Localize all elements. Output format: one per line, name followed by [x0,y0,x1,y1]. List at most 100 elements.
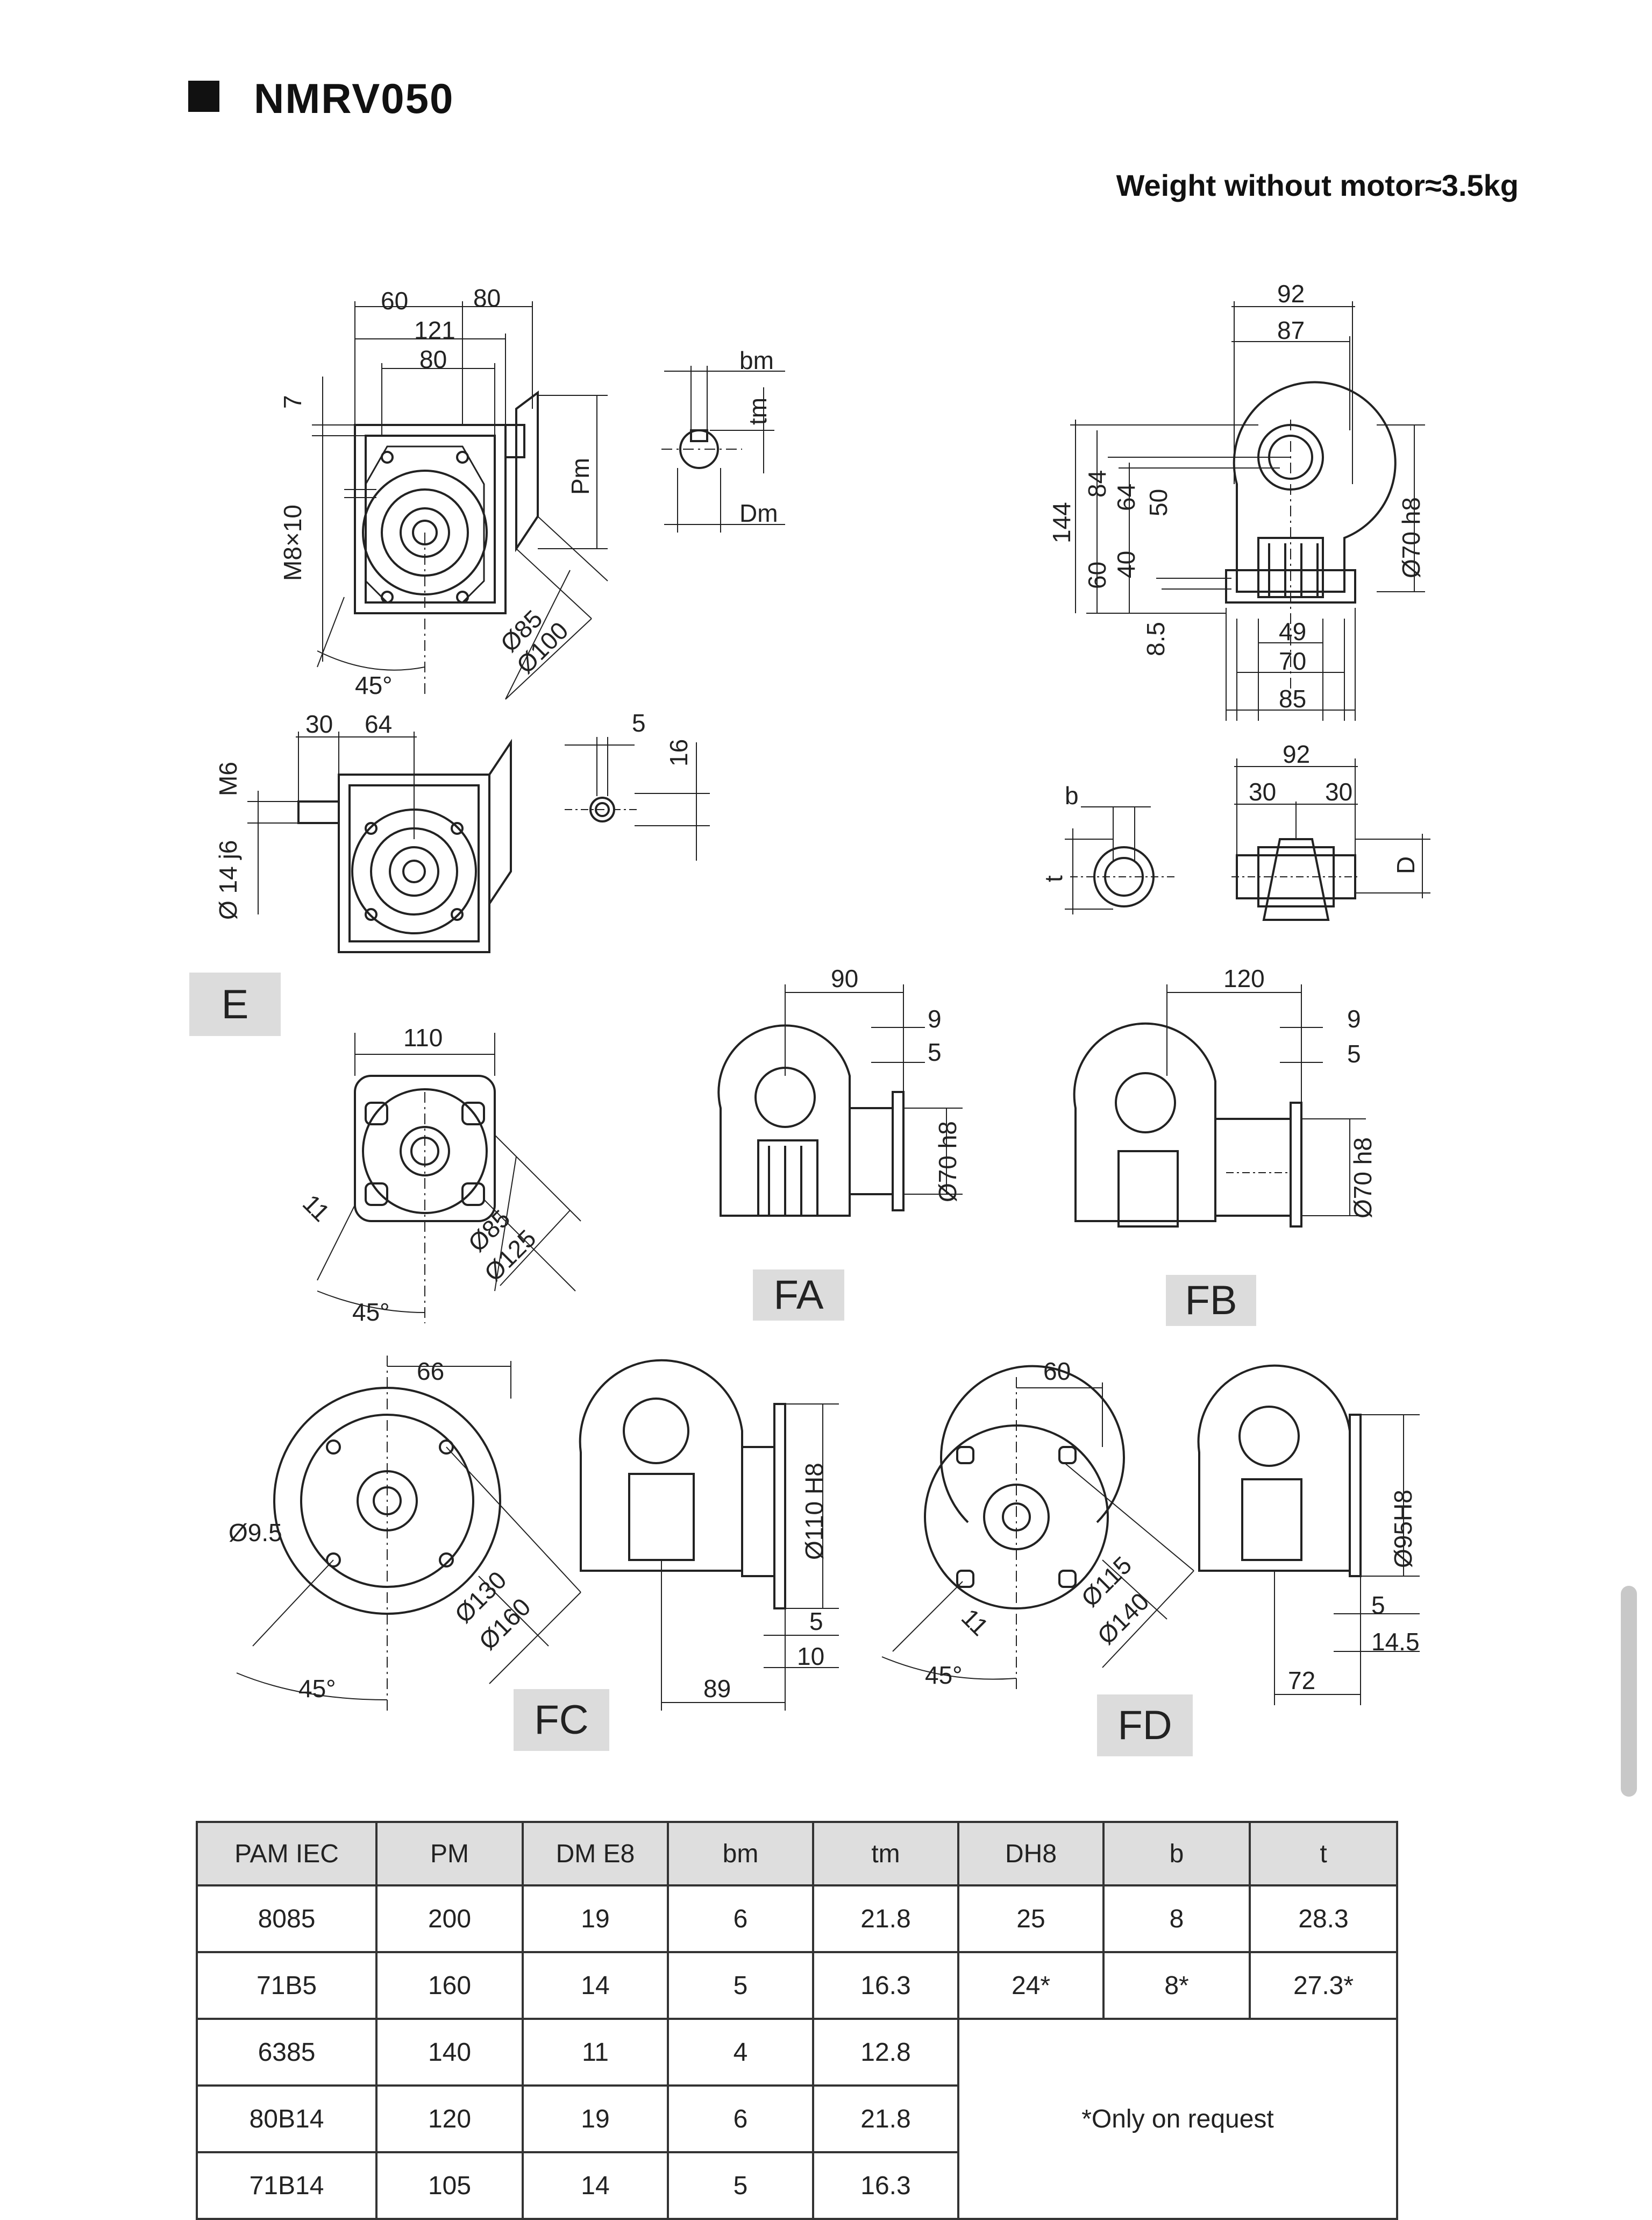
dim-fc-5: 5 [809,1607,823,1635]
page-title: NMRV050 [254,75,454,122]
table-cell: 120 [375,2084,524,2153]
table-cell: 21.8 [812,2084,959,2153]
dim-fd-5: 5 [1371,1591,1385,1619]
table-cell: 8* [1102,1951,1251,2020]
dim-e-30: 30 [305,710,333,738]
dim-side-50: 50 [1144,489,1172,516]
table-row: 6385 140 11 4 12.8 *Only on request [196,2018,1398,2220]
dim-fd-11: 11 [956,1603,994,1641]
dim-side-87: 87 [1277,316,1305,344]
table-cell: 6385 [196,2018,378,2087]
dimension-table: PAM IEC PM DM E8 bm tm DH8 b t 8085 200 … [196,1821,1398,2220]
dim-e-64: 64 [365,710,392,738]
dim-front-80: 80 [419,345,447,373]
dim-shaft-30-left: 30 [1249,778,1276,806]
weight-note: Weight without motor≈3.5kg [1116,168,1519,202]
table-cell: 5 [667,1951,814,2020]
dim-fd-72: 72 [1288,1666,1315,1694]
table-cell: 16.3 [812,1951,959,2020]
header-pam-iec: PAM IEC [196,1821,378,1886]
table-cell: 14 [522,1951,669,2020]
dim-bore-t: t [1039,875,1067,882]
table-cell: 16.3 [812,2151,959,2220]
dim-flange-110: 110 [403,1024,443,1052]
table-cell: 14 [522,2151,669,2220]
dim-key-tm: tm [744,398,772,425]
dim-side-92: 92 [1277,280,1305,308]
table-cell: 5 [667,2151,814,2220]
header-b: b [1102,1821,1251,1886]
dim-fd-60: 60 [1043,1357,1071,1385]
dim-fc-89: 89 [703,1675,731,1703]
dim-fa-9: 9 [928,1005,942,1033]
header-dh8: DH8 [957,1821,1105,1886]
dim-fd-45: 45° [925,1661,963,1689]
shaft-drawing [1231,758,1430,921]
table-cell: 6 [667,2084,814,2153]
table-cell: 71B5 [196,1951,378,2020]
fd-flange-side-drawing [1197,1364,1420,1705]
dim-key-bm: bm [739,346,774,374]
header-bm: bm [667,1821,814,1886]
header-t: t [1249,1821,1398,1886]
dim-fc-66: 66 [417,1357,444,1385]
dim-e-16: 16 [665,739,693,767]
table-row: 71B5 160 14 5 16.3 24* 8* 27.3* [196,1951,1398,2020]
dim-fb-9: 9 [1347,1005,1361,1033]
dim-flange-11: 11 [297,1189,336,1227]
dim-side-d70: Ø70 h8 [1397,497,1425,578]
dim-bore-b: b [1065,782,1079,810]
dim-fb-120: 120 [1223,964,1265,992]
view-label-fa: FA [753,1269,844,1321]
table-cell: 200 [375,1884,524,1953]
header-pm: PM [375,1821,524,1886]
front-view-drawing [312,301,608,700]
table-header-row: PAM IEC PM DM E8 bm tm DH8 b t [196,1821,1398,1886]
table-cell: 160 [375,1951,524,2020]
dim-fc-10: 10 [797,1642,824,1670]
dim-front-m8: M8×10 [279,505,307,581]
dim-fb-d70: Ø70 h8 [1349,1137,1377,1218]
table-cell: 19 [522,1884,669,1953]
view-label-fc: FC [514,1689,609,1751]
table-row: 8085 200 19 6 21.8 25 8 28.3 [196,1884,1398,1953]
dim-front-pm: Pm [566,458,594,495]
dim-fc-45: 45° [298,1675,336,1703]
table-cell: 80B14 [196,2084,378,2153]
dim-shaft-30-right: 30 [1325,778,1352,806]
table-cell: 8085 [196,1884,378,1953]
dim-side-85: 85 [1279,685,1306,713]
dim-shaft-d: D [1392,856,1420,874]
flange-110-drawing [317,1033,581,1323]
fb-flange-drawing [1073,984,1366,1228]
dim-fa-d70: Ø70 h8 [934,1121,962,1202]
header-dm-e8: DM E8 [522,1821,669,1886]
view-label-fd: FD [1097,1694,1193,1756]
table-cell: 21.8 [812,1884,959,1953]
view-label-fb: FB [1166,1275,1256,1326]
table-cell: 4 [667,2018,814,2087]
table-cell: 24* [957,1951,1105,2020]
table-cell: 19 [522,2084,669,2153]
fc-flange-front-drawing [236,1356,581,1711]
table-cell: 25 [957,1884,1105,1953]
table-cell: 11 [522,2018,669,2087]
fd-flange-front-drawing [881,1365,1194,1689]
table-row: 80B14 120 19 6 21.8 [196,2084,1397,2153]
e-key-detail-drawing [565,737,710,861]
table-cell: 105 [375,2151,524,2220]
dim-front-60: 60 [381,287,408,315]
fc-flange-side-drawing [579,1359,839,1711]
dim-e-m6: M6 [214,762,242,796]
dim-e-5: 5 [632,709,646,737]
dim-side-40: 40 [1112,551,1140,578]
title-square-bullet [188,81,219,112]
dim-side-144: 144 [1048,502,1076,543]
keyway-detail-drawing [661,366,785,533]
e-output-view-drawing [247,732,512,953]
table-cell: 27.3* [1249,1951,1398,2020]
dim-fb-5: 5 [1347,1040,1361,1068]
vertical-scrollbar[interactable] [1621,1586,1637,1797]
table-cell: 8 [1102,1884,1251,1953]
dim-side-49: 49 [1279,618,1306,646]
